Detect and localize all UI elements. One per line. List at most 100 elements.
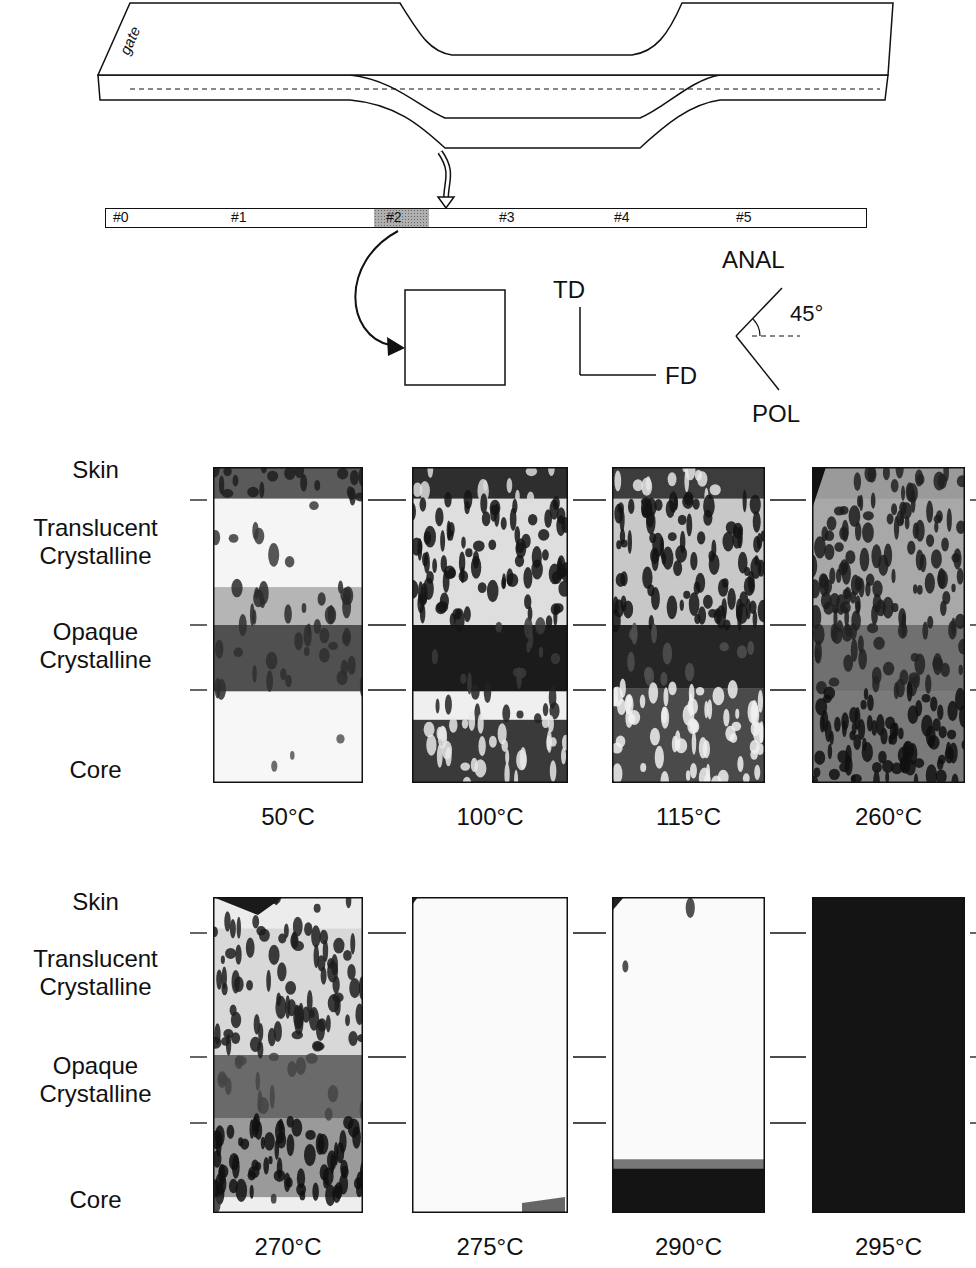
spherulite xyxy=(523,567,532,589)
spherulite xyxy=(920,554,927,572)
spherulite xyxy=(449,717,457,732)
spherulite xyxy=(501,517,507,530)
neck-edge xyxy=(350,75,720,118)
spherulite xyxy=(852,722,857,735)
spherulite xyxy=(815,648,820,662)
micrograph xyxy=(213,467,363,783)
spherulite xyxy=(711,539,716,558)
spherulite xyxy=(267,471,278,482)
spherulite xyxy=(829,731,833,745)
zone-band xyxy=(612,897,765,1160)
spherulite xyxy=(295,1004,299,1018)
specimen-bar: gate xyxy=(90,0,900,152)
spherulite xyxy=(347,964,355,980)
spherulite xyxy=(444,492,451,508)
spherulite xyxy=(229,534,239,543)
spherulite xyxy=(417,538,422,561)
spherulite xyxy=(940,601,947,617)
spherulite xyxy=(947,508,952,532)
spherulite xyxy=(229,1179,238,1194)
spherulite xyxy=(336,1142,344,1163)
spherulite xyxy=(930,697,937,712)
spherulite xyxy=(543,703,549,716)
spherulite xyxy=(231,1032,240,1044)
spherulite xyxy=(860,548,870,572)
spherulite xyxy=(276,993,281,1007)
zone-band xyxy=(213,1197,363,1213)
spherulite xyxy=(898,622,908,638)
spherulite xyxy=(424,526,436,548)
zone-band xyxy=(213,1118,363,1198)
arrow-outline xyxy=(440,152,448,199)
spherulite xyxy=(348,490,355,500)
spherulite xyxy=(426,734,436,755)
spherulite xyxy=(723,709,729,727)
zone-label: Core xyxy=(8,756,183,784)
spherulite xyxy=(235,1055,243,1068)
polarizer-line xyxy=(736,336,779,390)
zone-band xyxy=(213,625,363,692)
spherulite xyxy=(872,676,879,693)
spherulite xyxy=(928,735,939,749)
spherulite xyxy=(947,730,956,740)
spherulite xyxy=(334,995,340,1016)
spherulite xyxy=(424,722,435,737)
spherulite xyxy=(307,623,311,635)
spherulite xyxy=(889,732,897,745)
spherulite xyxy=(230,919,236,938)
spherulite xyxy=(885,771,889,783)
zone-band xyxy=(412,625,568,692)
spherulite xyxy=(650,728,660,746)
spherulite xyxy=(616,540,621,549)
spherulite xyxy=(452,608,461,620)
section-number: #1 xyxy=(231,209,247,226)
micrograph-panel: 290°C xyxy=(612,897,765,1263)
spherulite xyxy=(474,759,486,777)
zone-band xyxy=(612,1159,765,1169)
zone-band xyxy=(812,499,965,626)
sample-square xyxy=(405,290,505,385)
panel-border xyxy=(813,468,965,783)
spherulite xyxy=(538,529,549,541)
spherulite xyxy=(227,1125,235,1139)
spherulite xyxy=(237,917,241,939)
micrograph-panel: 275°C xyxy=(412,897,568,1263)
spherulite xyxy=(750,495,761,515)
spherulite xyxy=(863,511,874,520)
spherulite xyxy=(325,1108,333,1121)
spherulite xyxy=(350,470,359,485)
orientation-label: 45° xyxy=(790,300,823,328)
spherulite xyxy=(478,582,487,593)
orientation-label: POL xyxy=(752,400,800,428)
spherulite xyxy=(737,756,743,772)
spherulite xyxy=(947,701,957,721)
spherulite xyxy=(343,627,351,646)
spherulite xyxy=(914,653,925,675)
micrograph-panel: 260°C xyxy=(812,467,965,833)
spherulite xyxy=(845,550,855,564)
spherulite xyxy=(238,1137,243,1146)
spherulite xyxy=(294,632,303,650)
spherulite xyxy=(319,648,330,663)
spherulite xyxy=(342,595,348,605)
spherulite xyxy=(917,585,923,595)
spherulite xyxy=(938,568,946,589)
spherulite xyxy=(951,617,956,634)
orientation-label: ANAL xyxy=(722,246,785,274)
spherulite xyxy=(235,945,241,965)
spherulite xyxy=(850,591,856,604)
spherulite xyxy=(435,508,443,527)
spherulite xyxy=(302,603,307,613)
spherulite xyxy=(842,720,847,737)
spherulite xyxy=(612,763,622,783)
spherulite xyxy=(535,617,545,634)
cut-line xyxy=(130,88,880,89)
panel-border xyxy=(413,468,568,783)
artifact xyxy=(612,897,624,911)
micrograph-panel: 295°C xyxy=(812,897,965,1263)
spherulite xyxy=(252,915,259,929)
spherulite xyxy=(269,1053,279,1061)
spherulite xyxy=(905,760,916,776)
spherulite xyxy=(718,579,728,597)
temperature-label: 260°C xyxy=(792,803,976,831)
